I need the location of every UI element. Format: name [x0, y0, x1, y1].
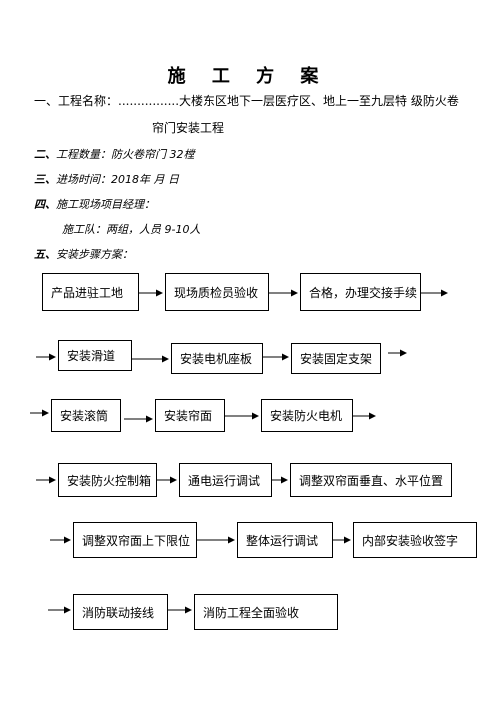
document-title: 施 工 方 案 — [167, 66, 329, 87]
flow-step-5-3: 内部安装验收签字 — [353, 522, 477, 558]
section-number: 二、 — [34, 148, 56, 161]
section-number: 三、 — [34, 173, 56, 186]
flow-step-3-1: 安装滚筒 — [51, 399, 121, 432]
section-text: 进场时间：2018年 月 日 — [56, 173, 179, 186]
flow-step-5-1: 调整双帘面上下限位 — [73, 522, 197, 558]
flow-step-1-1: 产品进驻工地 — [42, 273, 139, 311]
flow-step-2-1: 安装滑道 — [58, 340, 132, 371]
section-project-manager: 四、施工现场项目经理： — [34, 196, 155, 212]
flow-step-3-3: 安装防火电机 — [261, 399, 353, 432]
project-name-line: 一、工程名称：................大楼东区地下一层医疗区、地上一至九… — [34, 92, 459, 109]
project-name-label: 一、工程名称： — [34, 94, 119, 108]
section-text: 施工现场项目经理： — [56, 198, 155, 211]
flow-step-5-2: 整体运行调试 — [237, 522, 333, 558]
section-install-steps: 五、安装步骤方案： — [34, 246, 133, 262]
flow-step-3-2: 安装帘面 — [155, 399, 225, 432]
section-number: 四、 — [34, 198, 56, 211]
flow-step-4-3: 调整双帘面垂直、水平位置 — [290, 463, 452, 497]
section-text: 施工队：两组，人员 9-10人 — [62, 223, 201, 236]
section-entry-time: 三、进场时间：2018年 月 日 — [34, 171, 179, 187]
flow-step-4-2: 通电运行调试 — [179, 463, 272, 497]
section-number: 五、 — [34, 248, 56, 261]
section-quantity: 二、工程数量：防火卷帘门 32樘 — [34, 146, 195, 162]
flow-step-2-3: 安装固定支架 — [291, 343, 381, 374]
flow-step-1-2: 现场质检员验收 — [165, 273, 269, 311]
flow-step-1-3: 合格，办理交接手续 — [300, 273, 421, 311]
section-crew: 施工队：两组，人员 9-10人 — [62, 221, 200, 237]
section-text: 工程数量：防火卷帘门 32樘 — [56, 148, 195, 161]
section-text: 安装步骤方案： — [56, 248, 133, 261]
project-name-dots: ................ — [118, 94, 180, 108]
project-name-text: 大楼东区地下一层医疗区、地上一至九层特 级防火卷 — [179, 94, 459, 108]
flow-step-4-1: 安装防火控制箱 — [58, 463, 157, 497]
flow-step-6-1: 消防联动接线 — [73, 594, 168, 630]
project-name-continuation: 帘门安装工程 — [152, 121, 225, 135]
flow-step-6-2: 消防工程全面验收 — [194, 594, 338, 630]
flow-step-2-2: 安装电机座板 — [171, 343, 263, 374]
